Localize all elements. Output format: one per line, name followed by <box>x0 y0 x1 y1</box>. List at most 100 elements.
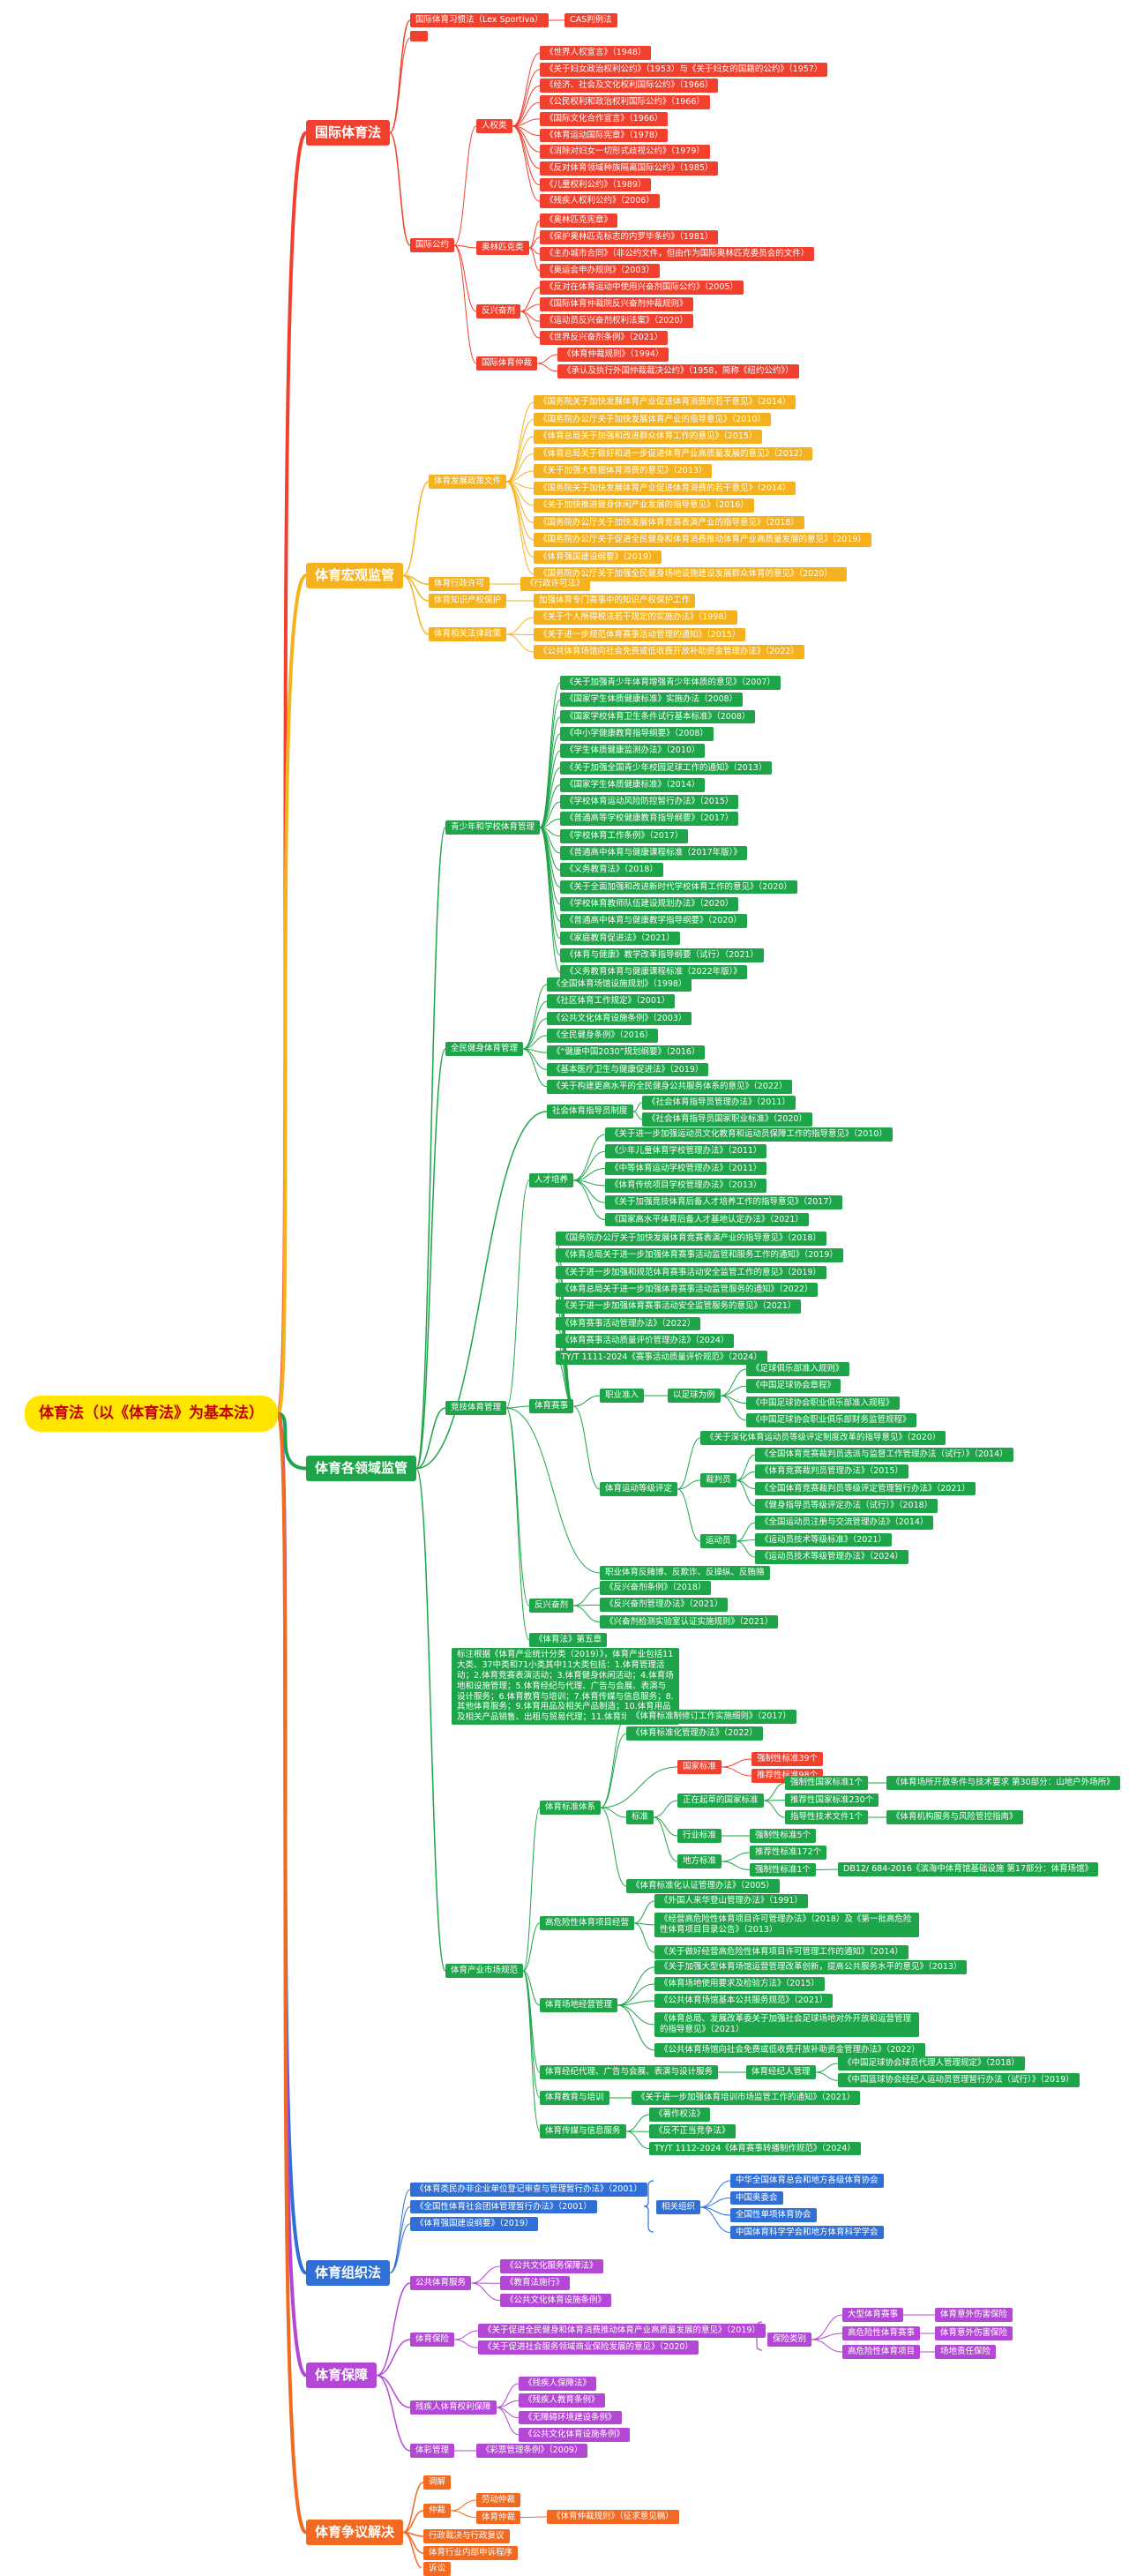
connector <box>520 2517 547 2518</box>
cas-node: CAS判例法 <box>564 13 617 27</box>
football-example-node: 以足球为例 <box>668 1389 721 1403</box>
arbitration-item: 《承认及执行外国仲裁裁决公约》（1958，简称《纽约公约》） <box>557 364 799 378</box>
local-standard-node: 地方标准 <box>677 1854 722 1868</box>
connector <box>520 311 540 338</box>
industry-standard-node: 行业标准 <box>677 1829 722 1843</box>
org-law-item: 《全国性体育社会团体管理暂行办法》（2001） <box>410 2200 597 2214</box>
policy-item: 《国务院办公厅关于加快发展体育产业的指导意见》（2010） <box>534 413 771 427</box>
related-org-item: 全国性单项体育协会 <box>730 2208 817 2222</box>
human-rights-item: 《关于妇女政治权利公约》（1953）与《关于妇女的国籍的公约》（1957） <box>540 63 827 77</box>
youth-item: 《普通高中体育与健康教学指导纲要》（2020） <box>560 914 747 928</box>
connector <box>506 482 534 574</box>
connector <box>523 1019 547 1049</box>
connector <box>390 20 410 133</box>
youth-item: 《关于加强青少年体育增强青少年体质的意见》（2007） <box>560 676 781 690</box>
connector <box>573 1396 600 1406</box>
connector <box>403 2482 423 2533</box>
disabled-rights-item: 《无障碍环境建设条例》 <box>519 2411 622 2425</box>
fitness-item: 《基本医疗卫生与健康促进法》（2019） <box>547 1063 708 1077</box>
human-rights-item: 《公民权利和政治权利国际公约》（1966） <box>540 95 710 109</box>
connector <box>512 86 540 126</box>
connector <box>451 2511 476 2518</box>
lex-sportiva-node: 国际体育习惯法（Lex Sportiva） <box>410 13 549 27</box>
connector <box>722 1767 751 1776</box>
policy-item: 《国务院关于加快发展体育产业促进体育消费的若干意见》（2014） <box>534 482 796 496</box>
branch-b5: 体育保障 <box>306 2363 377 2388</box>
human-rights-item: 《反对体育领域种族隔离国际公约》（1985） <box>540 161 718 176</box>
fitness-item: 《公共文化体育设施条例》（2003） <box>547 1012 692 1026</box>
human-rights-item: 《消除对妇女一切形式歧视公约》（1979） <box>540 145 710 159</box>
competitive-node: 竞技体育管理 <box>445 1401 506 1415</box>
connector <box>497 2408 519 2435</box>
local-std-sub-item: DB12/ 684-2016《滨海中体育馆基础设施 第17部分：体育场馆》 <box>838 1862 1098 1876</box>
connector <box>722 1759 751 1767</box>
connector <box>390 38 410 133</box>
connector <box>617 1967 654 2005</box>
connector <box>537 355 557 363</box>
insurance-type-item: 体育意外伤害保险 <box>935 2308 1013 2322</box>
connector <box>573 1180 605 1220</box>
connector <box>540 700 560 827</box>
connector <box>377 2376 410 2408</box>
standard-method-item: 《体育标准化认证管理办法》（2005） <box>626 1879 780 1893</box>
fitness-item: 《全民健身条例》（2016） <box>547 1029 658 1043</box>
youth-item: 《国家学校体育卫生条件试行基本标准》（2008） <box>560 710 755 724</box>
related-policy-node: 体育相关法律政策 <box>429 627 506 641</box>
standard-system-node: 体育标准体系 <box>540 1801 601 1815</box>
olympic-item: 《奥林匹克宪章》 <box>540 213 617 228</box>
fitness-item: 《“健康中国2030”规划纲要》（2016） <box>547 1045 705 1060</box>
event-node: 体育赛事 <box>529 1399 573 1413</box>
anti-doping-item: 《兴奋剂检测实验室认证实施规则》（2021） <box>600 1615 778 1629</box>
connector <box>573 1406 600 1489</box>
connector <box>811 2315 842 2340</box>
human-rights-item: 《儿童权利公约》（1989） <box>540 178 651 192</box>
connector <box>454 245 476 363</box>
connector <box>540 827 560 939</box>
related-org-item: 中华全国体育总会和地方各级体育协会 <box>730 2174 884 2188</box>
branch-b4: 体育组织法 <box>306 2260 390 2286</box>
connector <box>617 2005 654 2025</box>
national-item: 强制性标准39个 <box>751 1752 823 1766</box>
fitness-item: 《全国体育场馆设施规划》（1998） <box>547 977 692 992</box>
related-policy-item: 《关于个人所得税法若干规定的实施办法》（1998） <box>534 610 737 625</box>
connector <box>573 1588 600 1606</box>
high-risk-item: 《经营高危险性体育项目许可管理办法》（2018）及《第一批高危险性体育项目目录公… <box>654 1913 919 1937</box>
anti-doping-item: 《反兴奋剂条例》（2018） <box>600 1581 711 1595</box>
arbitration-type-item: 劳动仲裁 <box>476 2493 520 2507</box>
football-item: 《中国足球协会职业俱乐部准入规程》 <box>746 1397 900 1411</box>
connector <box>512 53 540 126</box>
connector <box>722 1853 750 1861</box>
talent-item: 《体育传统项目学校管理办法》（2013） <box>605 1179 766 1193</box>
local-std-item: 推荐性标准172个 <box>750 1846 826 1860</box>
athlete-item: 《运动员技术等级管理办法》（2024） <box>755 1550 908 1564</box>
referee-item: 《体育竞赛裁判员管理办法》（2015） <box>755 1464 908 1479</box>
industry-node: 体育产业市场规范 <box>445 1964 523 1978</box>
youth-sports-node: 青少年和学校体育管理 <box>445 820 540 835</box>
disabled-rights-item: 《公共文化体育设施条例》 <box>519 2428 630 2442</box>
mediation-node: 调解 <box>423 2475 451 2490</box>
referee-node: 裁判员 <box>700 1473 736 1487</box>
athlete-item: 《运动员技术等级标准》（2021） <box>755 1533 892 1547</box>
event-item: 《体育赛事活动管理办法》（2022） <box>556 1317 700 1331</box>
connector <box>816 2063 838 2072</box>
org-law-item: 《体育类民办非企业单位登记审查与管理暂行办法》（2001） <box>410 2183 647 2197</box>
admin-review-node: 行政裁决与行政复议 <box>423 2529 510 2543</box>
connector <box>390 133 410 246</box>
connector <box>617 2005 654 2050</box>
policy-item: 《关于加强大数据体育消费的意见》（2013） <box>534 464 712 478</box>
connector <box>573 1151 605 1180</box>
venue-item: 《公共体育场馆基本公共服务规范》（2021） <box>654 1994 833 2008</box>
media-item: 《著作权法》 <box>649 2108 710 2122</box>
media-node: 体育传媒与信息服务 <box>540 2124 626 2138</box>
referee-item: 《全国体育竞赛裁判员选派与监督工作管理办法（试行）》（2014） <box>755 1448 1013 1462</box>
policy-item: 《体育总局关于加强和改进群众体育工作的意见》（2015） <box>534 430 762 444</box>
olympic-item: 《奥运会申办规则》（2003） <box>540 264 660 278</box>
event-item: 《体育赛事活动质量评价管理办法》（2024） <box>556 1334 734 1348</box>
youth-item: 《学校体育工作条例》（2017） <box>560 829 688 843</box>
football-item: 《中国足球协会章程》 <box>746 1379 841 1393</box>
branch-b2: 体育宏观监管 <box>306 563 403 588</box>
connector <box>633 1103 642 1112</box>
connector <box>506 482 534 540</box>
athlete-item: 《全国运动员注册与交流管理办法》（2014） <box>755 1516 933 1530</box>
connector <box>626 2131 649 2149</box>
